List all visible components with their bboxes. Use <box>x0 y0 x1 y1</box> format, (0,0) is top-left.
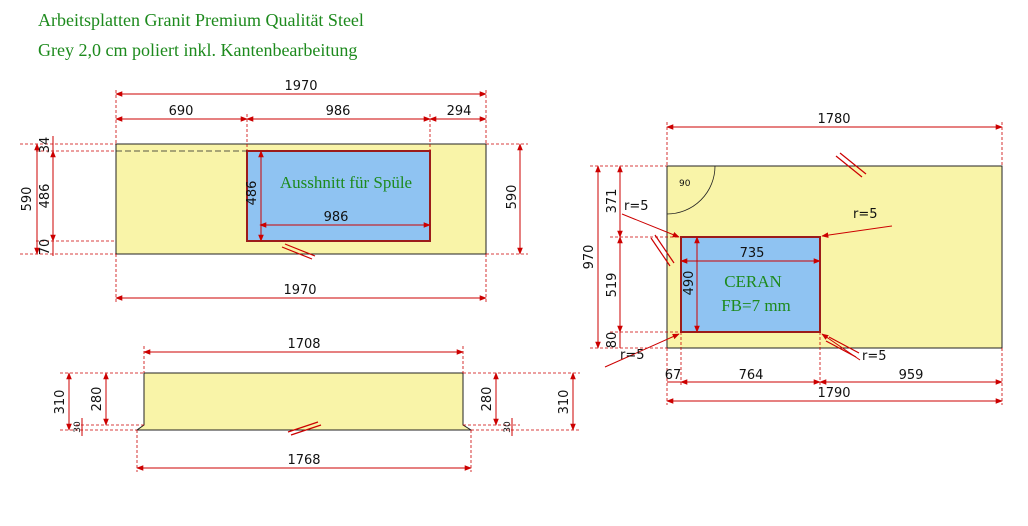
panel-a-right-total-text: 590 <box>505 185 520 210</box>
panel-a-sink-cutout <box>246 150 431 242</box>
panel-c: 90 1780 970 371 519 80 r=5 r=5 r=5 <box>582 112 1003 405</box>
panel-b-bottom-text: 1768 <box>287 453 320 468</box>
panel-c-ceran-cutout <box>680 236 821 333</box>
panel-a-cutout-height-text: 486 <box>245 181 260 206</box>
panel-a-top-mid-text: 986 <box>326 104 351 119</box>
panel-b-left-bottom-text: 30 <box>73 421 83 433</box>
panel-c-radius-tr-text: r=5 <box>853 207 878 222</box>
panel-b-left-total-text: 310 <box>53 390 68 415</box>
panel-a-left-bottom-text: 70 <box>38 239 53 256</box>
panel-a: 1970 690 986 294 590 486 34 70 590 Aussh… <box>20 79 528 302</box>
panel-c-radius-br-text: r=5 <box>862 349 887 364</box>
panel-b-top-text: 1708 <box>287 337 320 352</box>
panel-b-break-mark <box>287 421 322 436</box>
panel-c-bottom-a-text: 67 <box>665 368 682 383</box>
panel-a-left-total-text: 590 <box>20 187 35 212</box>
panel-c-left-mid-text: 519 <box>605 273 620 298</box>
panel-a-break-mark <box>281 243 316 260</box>
panel-c-corner-angle: 90 <box>679 179 691 189</box>
drawing-title-line-2: Grey 2,0 cm poliert inkl. Kantenbearbeit… <box>38 40 358 60</box>
panel-b-slab <box>135 372 473 431</box>
panel-a-cutout-width-text: 986 <box>324 210 349 225</box>
panel-c-left-total-text: 970 <box>582 245 597 270</box>
panel-c-leader-r-br <box>821 333 861 361</box>
panel-c-leader-r-tr <box>821 225 893 238</box>
panel-c-bottom-b-text: 764 <box>739 368 764 383</box>
panel-a-top-right-text: 294 <box>447 104 472 119</box>
panel-c-bottom-c-text: 959 <box>899 368 924 383</box>
panel-a-left-mid-text: 486 <box>38 184 53 209</box>
panel-c-radius-bl-text: r=5 <box>620 348 645 363</box>
panel-b-right-total-text: 310 <box>557 390 572 415</box>
panel-a-top-total-text: 1970 <box>284 79 317 94</box>
drawing-title-line-1: Arbeitsplatten Granit Premium Qualität S… <box>38 10 364 30</box>
panel-b-right-bottom-text: 30 <box>503 421 513 433</box>
panel-c-leader-r-bl <box>604 333 680 368</box>
panel-a-bottom-total-text: 1970 <box>283 283 316 298</box>
panel-c-cutout-width-text: 735 <box>740 246 765 261</box>
panel-c-cutout-height-text: 490 <box>682 271 697 296</box>
panel-b-left-mid-text: 280 <box>90 387 105 412</box>
panel-c-left-top-text: 371 <box>605 189 620 214</box>
panel-b-extension-lines <box>60 346 580 472</box>
panel-a-cutout-label: Ausshnitt für Spüle <box>280 173 412 192</box>
panel-c-cutout-label-1: CERAN <box>724 272 782 291</box>
panel-c-cutout-label-2: FB=7 mm <box>721 296 791 315</box>
panel-c-corner-arc <box>666 165 716 215</box>
panel-a-left-top-text: 34 <box>38 137 53 154</box>
panel-c-bottom-total-text: 1790 <box>817 386 850 401</box>
panel-b: 1708 310 280 30 280 30 310 1768 <box>53 337 580 472</box>
panel-c-left-bottom-text: 80 <box>605 332 620 349</box>
panel-c-radius-tl-text: r=5 <box>624 199 649 214</box>
panel-b-right-mid-text: 280 <box>480 387 495 412</box>
panel-c-leader-r-tl <box>621 213 680 238</box>
panel-a-top-left-text: 690 <box>169 104 194 119</box>
panel-c-top-total-text: 1780 <box>817 112 850 127</box>
